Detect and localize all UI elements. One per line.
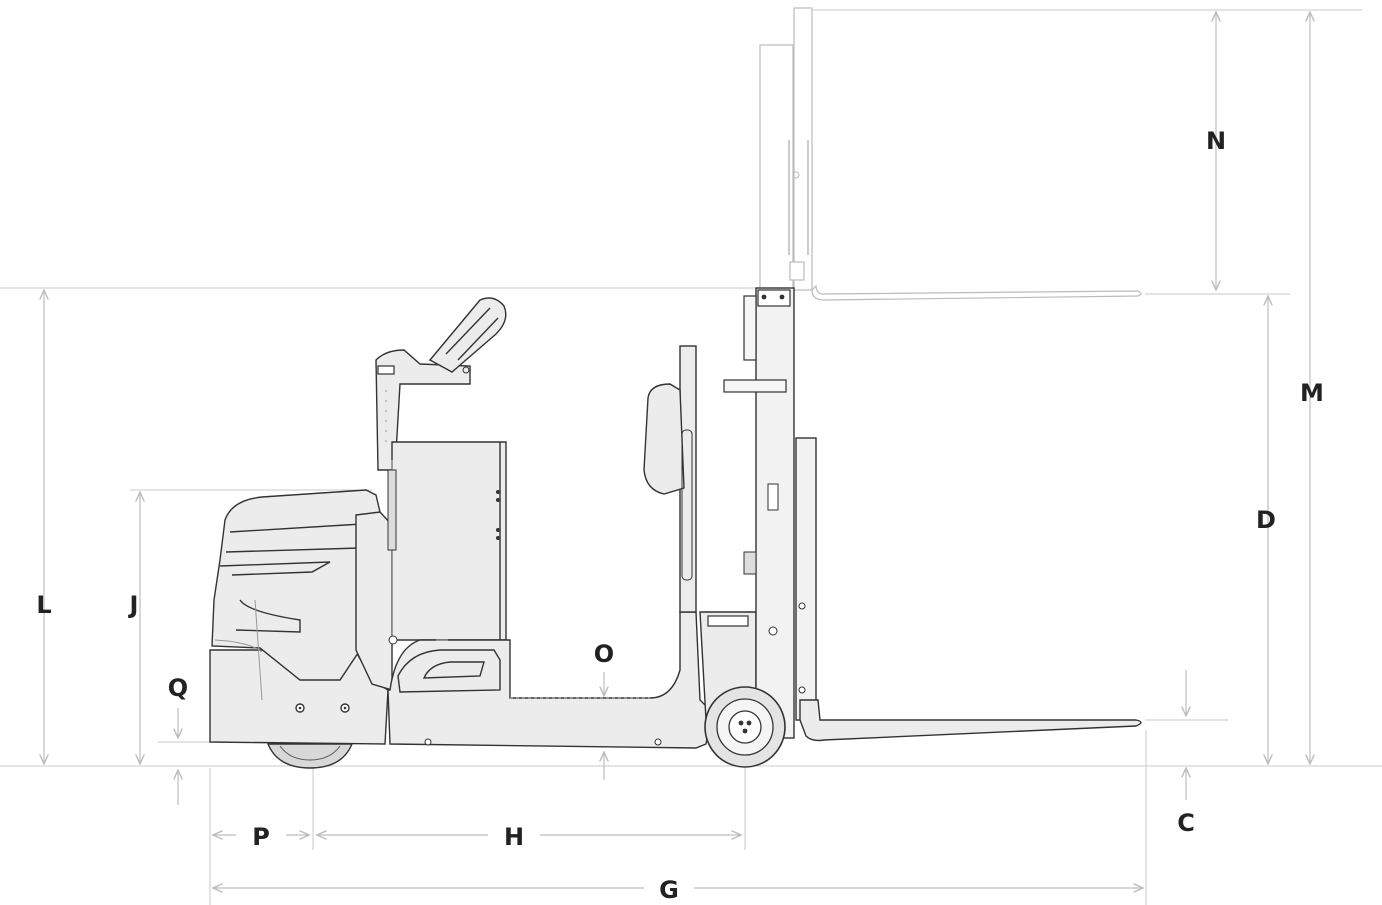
backrest-pad [643,383,685,495]
label-j: J [128,591,139,619]
mast-outer [755,287,795,739]
overhead-crossbar [723,379,787,393]
label-n: N [1206,127,1226,155]
guide-lines [0,9,1382,905]
label-h: H [504,823,524,851]
hood [211,489,381,681]
ghost-inner-mast [759,44,794,291]
chassis-floor [387,611,713,749]
label-p: P [252,823,270,851]
label-l: L [36,591,51,619]
label-q: Q [168,674,188,702]
dimension-arrows [44,12,1310,888]
steering-column [375,297,507,471]
lowered-fork [799,699,1142,742]
forklift-rear-body [209,489,393,769]
ghost-raised-fork [811,284,1142,301]
label-g: G [659,876,679,904]
label-d: D [1256,506,1276,534]
raised-carriage-ghost [759,7,1142,301]
front-mast [699,287,1142,768]
battery-compartment [391,441,507,641]
fork-carriage [795,437,817,721]
label-o: O [594,640,614,668]
label-m: M [1300,379,1324,407]
backrest-post [643,345,697,613]
ghost-outer-mast [793,7,813,291]
dimension-labels: N M D L J Q O C P H G [36,127,1324,904]
central-body [387,441,507,641]
label-c: C [1177,809,1195,837]
platform-chassis [387,611,713,749]
control-handle [428,297,507,373]
step-cover [397,649,501,693]
rear-wheel [266,743,354,769]
tiller-arm [375,349,471,471]
